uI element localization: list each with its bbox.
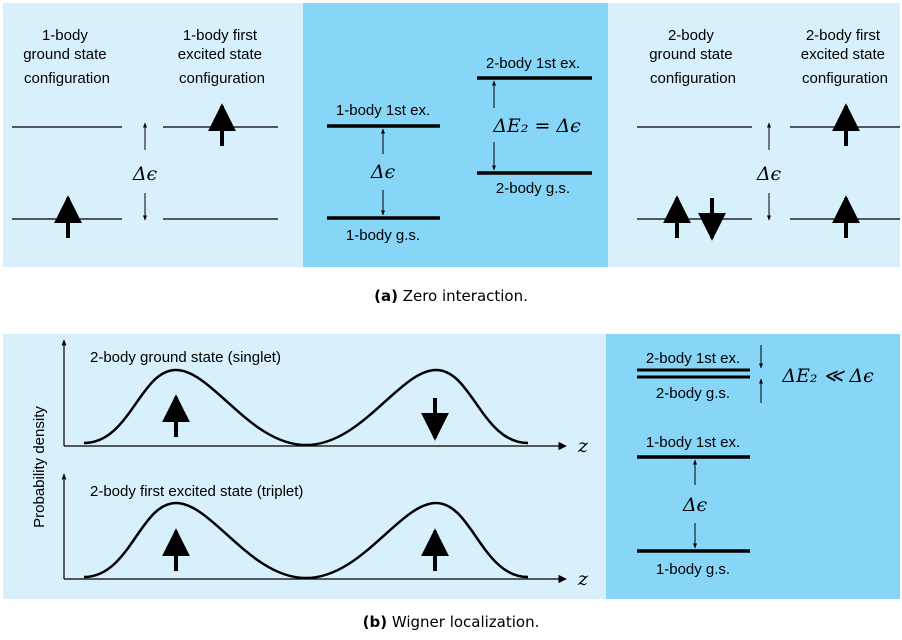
plot-panel-background bbox=[3, 334, 606, 599]
one-body-excited-label: 1-body 1st ex. bbox=[336, 102, 430, 119]
two-body-excited-label: 2-body 1st ex. bbox=[646, 350, 740, 367]
plot-2-x-label: z bbox=[577, 568, 589, 590]
panel-1-excited-label: 1-body first excited state configuration bbox=[178, 27, 266, 87]
two-body-excited-label: 2-body 1st ex. bbox=[486, 55, 580, 72]
panel-3-excited-label: 2-body first excited state configuration bbox=[801, 27, 889, 87]
two-body-ground-label: 2-body g.s. bbox=[656, 385, 730, 402]
caption-b-tag: (b) bbox=[362, 613, 388, 631]
panel-1-ground-label: 1-body ground state configuration bbox=[23, 27, 111, 87]
panel-1: 1-body ground state configuration 1-body… bbox=[12, 27, 278, 238]
panel-3: 2-body ground state configuration 2-body… bbox=[637, 27, 900, 241]
plot-1-title: 2-body ground state (singlet) bbox=[90, 349, 281, 366]
wigner-gap2-label: ΔE₂ ≪ Δϵ bbox=[781, 365, 874, 387]
two-body-ground-label: 2-body g.s. bbox=[496, 180, 570, 197]
one-body-excited-label: 1-body 1st ex. bbox=[646, 434, 740, 451]
panel-2-gap1-label: Δϵ bbox=[370, 161, 396, 183]
caption-b: (b) Wigner localization. bbox=[0, 613, 902, 631]
panel-1-background bbox=[3, 3, 303, 267]
panel-3-gap-label: Δϵ bbox=[756, 163, 782, 185]
y-axis-label: Probability density bbox=[31, 406, 48, 528]
plot-1-density-curve bbox=[83, 368, 529, 447]
caption-a-text: Zero interaction. bbox=[397, 287, 528, 305]
one-body-ground-label: 1-body g.s. bbox=[656, 561, 730, 578]
plot-2-title: 2-body first excited state (triplet) bbox=[90, 483, 303, 500]
caption-b-text: Wigner localization. bbox=[387, 613, 540, 631]
one-body-ground-label: 1-body g.s. bbox=[346, 227, 420, 244]
caption-a: (a) Zero interaction. bbox=[0, 287, 902, 305]
plot-2-density-curve bbox=[83, 501, 529, 580]
panel-2-background bbox=[303, 3, 608, 267]
wigner-levels: 2-body 1st ex. 2-body g.s. ΔE₂ ≪ Δϵ 1-bo… bbox=[637, 345, 874, 578]
panel-3-ground-label: 2-body ground state configuration bbox=[649, 27, 737, 87]
panel-1-gap-label: Δϵ bbox=[132, 163, 158, 185]
panel-2: 1-body 1st ex. 1-body g.s. Δϵ 2-body 1st… bbox=[327, 55, 592, 244]
caption-a-tag: (a) bbox=[374, 287, 398, 305]
density-plots: Probability density z 2-body ground stat… bbox=[31, 339, 589, 590]
panel-2-gap2-label: ΔE₂ = Δϵ bbox=[492, 115, 581, 137]
plot-1-x-label: z bbox=[577, 435, 589, 457]
wigner-gap1-label: Δϵ bbox=[682, 494, 708, 516]
